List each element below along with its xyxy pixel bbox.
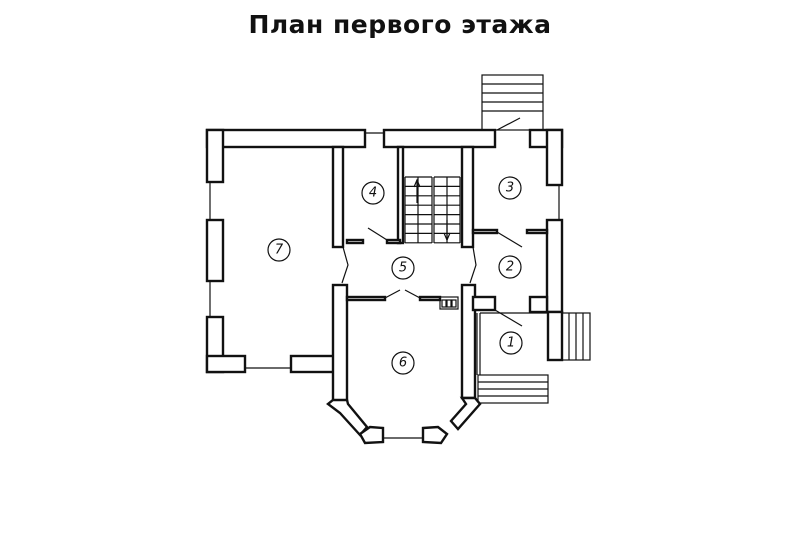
- windows: [209, 132, 560, 439]
- room-label-3: 3: [498, 176, 522, 200]
- svg-text:5: 5: [399, 261, 407, 276]
- doors: [341, 117, 523, 327]
- svg-text:6: 6: [399, 356, 407, 371]
- stair-arrow-up-icon: [413, 178, 421, 203]
- walls: [205, 128, 564, 445]
- svg-text:3: 3: [506, 181, 514, 196]
- stair-arrow-down-icon: [443, 220, 451, 242]
- staircase: [404, 176, 461, 244]
- room-label-4: 4: [361, 181, 385, 205]
- room-label-6: 6: [391, 351, 415, 375]
- room-label-7: 7: [267, 238, 291, 262]
- svg-text:1: 1: [507, 336, 515, 351]
- chimney: [439, 296, 459, 310]
- entrance-stairs-right: [561, 312, 591, 361]
- entrance-stairs-top: [481, 74, 544, 131]
- svg-text:2: 2: [506, 260, 514, 275]
- room-label-2: 2: [498, 255, 522, 279]
- svg-text:7: 7: [275, 243, 284, 258]
- entrance-stairs-bottom: [477, 374, 549, 404]
- room-label-5: 5: [391, 256, 415, 280]
- room-label-1: 1: [499, 331, 523, 355]
- plan-title: План первого этажа: [248, 10, 552, 39]
- svg-text:4: 4: [369, 186, 377, 201]
